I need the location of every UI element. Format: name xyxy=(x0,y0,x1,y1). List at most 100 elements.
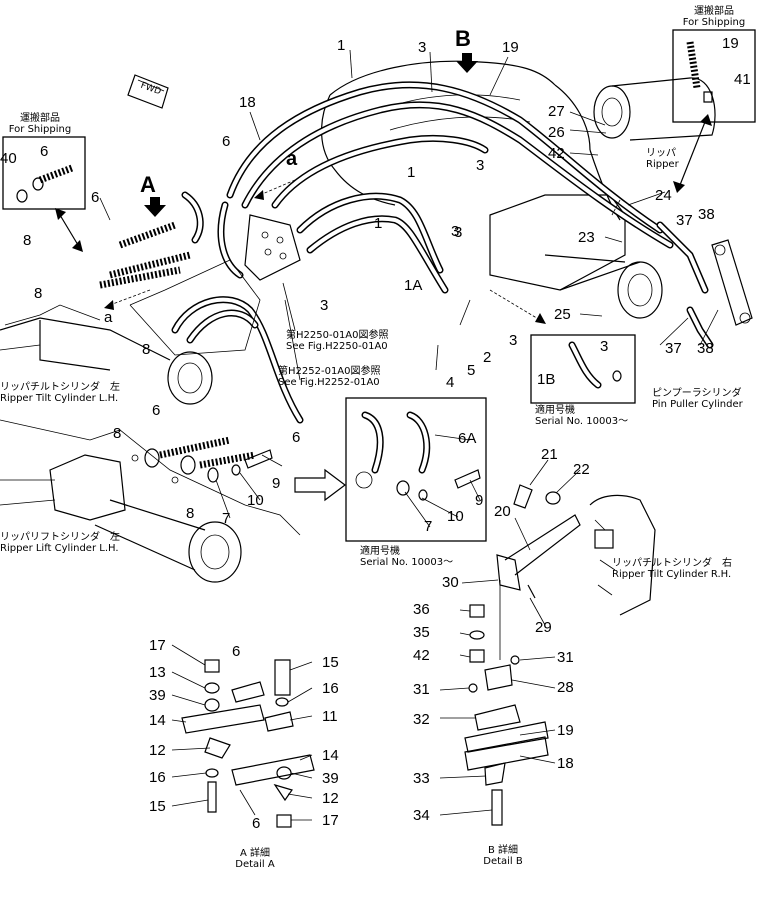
callout-1a: 1 xyxy=(337,37,345,54)
callout-5: 5 xyxy=(467,362,475,379)
callout-12a: 12 xyxy=(149,742,166,759)
callout-6c: 6 xyxy=(91,189,99,206)
callout-21: 21 xyxy=(541,446,558,463)
callout-3a: 3 xyxy=(418,39,426,56)
callout-8e: 8 xyxy=(186,505,194,522)
shipping-right-label: 運搬部品 For Shipping xyxy=(673,6,755,28)
callout-30: 30 xyxy=(442,574,459,591)
shipping-right-jp: 運搬部品 xyxy=(694,6,734,17)
tilt-cylinder-rh-jp: リッパチルトシリンダ 右 xyxy=(612,558,732,569)
callout-1c: 1 xyxy=(374,215,382,232)
shipping-right-en: For Shipping xyxy=(682,17,746,28)
callout-13: 13 xyxy=(149,664,166,681)
detail-b-en: Detail B xyxy=(483,856,523,867)
valve-block xyxy=(244,214,301,281)
pin-puller-cylinder xyxy=(711,239,753,326)
see-fig-1-en: See Fig.H2250-01A0 xyxy=(286,341,388,352)
callout-6e: 6 xyxy=(292,429,300,446)
shipping-left-en: For Shipping xyxy=(8,124,72,135)
tilt-cylinder-lh-en: Ripper Tilt Cylinder L.H. xyxy=(0,393,119,404)
callout-36: 36 xyxy=(413,601,430,618)
callout-6a: 6 xyxy=(222,133,230,150)
callout-28: 28 xyxy=(557,679,574,696)
callout-40: 40 xyxy=(0,150,17,167)
pin-puller-en: Pin Puller Cylinder xyxy=(652,399,743,410)
shipping-left-label: 運搬部品 For Shipping xyxy=(0,113,80,135)
callout-31b: 31 xyxy=(413,681,430,698)
callout-16b: 16 xyxy=(322,680,339,697)
callout-17b: 17 xyxy=(322,812,339,829)
shipping-right-parts xyxy=(686,41,713,103)
serial-1-en: Serial No. 10003～ xyxy=(535,416,629,427)
callout-19b: 19 xyxy=(722,35,739,52)
callout-33: 33 xyxy=(413,770,430,787)
tilt-cylinder-rh xyxy=(589,494,656,616)
serial-box-6a-parts xyxy=(355,411,481,501)
tilt-cylinder-lh-jp: リッパチルトシリンダ 左 xyxy=(0,382,120,393)
serial-2-en: Serial No. 10003～ xyxy=(360,557,454,568)
pin-puller-label: ピンプーラシリンダ Pin Puller Cylinder xyxy=(652,388,743,410)
callout-35: 35 xyxy=(413,624,430,641)
ripper-jp: リッパ xyxy=(646,148,676,159)
callout-27: 27 xyxy=(548,103,565,120)
callout-3g: 3 xyxy=(600,338,608,355)
callout-9b: 9 xyxy=(475,492,483,509)
callout-11: 11 xyxy=(322,708,338,725)
callout-1b-box: 1B xyxy=(537,371,555,388)
serial-box-6a xyxy=(345,397,487,542)
callout-1a-sub: 1A xyxy=(404,277,422,294)
detail-a-en: Detail A xyxy=(235,859,275,870)
serial-2-jp: 適用号機 xyxy=(360,546,400,557)
callout-39a: 39 xyxy=(149,687,166,704)
callout-23: 23 xyxy=(578,229,595,246)
callout-38a: 38 xyxy=(698,206,715,223)
serial-box-1b xyxy=(530,334,636,404)
callout-20: 20 xyxy=(494,503,511,520)
callout-3f: 3 xyxy=(454,224,462,241)
detail-a-jp: A 詳細 xyxy=(239,848,271,859)
callout-6f: 6 xyxy=(232,643,240,660)
detail-b-jp: B 詳細 xyxy=(487,845,519,856)
view-letter-a: A xyxy=(140,172,156,197)
callout-34: 34 xyxy=(413,807,430,824)
lift-cylinder-lh xyxy=(0,454,242,583)
tilt-cylinder-lh xyxy=(0,317,213,405)
ripper-label: リッパ Ripper xyxy=(646,148,679,170)
callout-15a: 15 xyxy=(149,798,166,815)
callout-8b: 8 xyxy=(34,285,42,302)
callout-12b: 12 xyxy=(322,790,339,807)
callout-25: 25 xyxy=(554,306,571,323)
callout-31a: 31 xyxy=(557,649,574,666)
callout-41: 41 xyxy=(734,71,751,88)
callout-6d: 6 xyxy=(152,402,160,419)
callout-6b: 6 xyxy=(40,143,48,160)
callout-37b: 37 xyxy=(665,340,682,357)
view-arrows xyxy=(144,53,478,217)
callout-8a: 8 xyxy=(23,232,31,249)
callout-10a: 10 xyxy=(247,492,264,509)
serial-1-jp: 適用号機 xyxy=(535,405,575,416)
double-arrows xyxy=(55,114,712,252)
see-fig-1-label: 第H2250-01A0図参照 See Fig.H2250-01A0 xyxy=(286,330,389,352)
callout-22: 22 xyxy=(573,461,590,478)
see-fig-2-jp: 第H2252-01A0図参照 xyxy=(278,366,381,377)
leader-lines xyxy=(99,49,719,821)
callout-7b: 7 xyxy=(424,518,432,535)
callout-1b: 1 xyxy=(407,164,415,181)
detail-a-parts xyxy=(181,659,315,828)
callout-6g: 6 xyxy=(252,815,260,832)
callout-14b: 14 xyxy=(322,747,339,764)
lift-cylinder-lh-jp: リッパリフトシリンダ 左 xyxy=(0,532,120,543)
callout-3c: 3 xyxy=(451,223,459,240)
shipping-left-parts xyxy=(16,164,74,203)
callout-8c: 8 xyxy=(142,341,150,358)
lift-cylinder-lh-label: リッパリフトシリンダ 左 Ripper Lift Cylinder L.H. xyxy=(0,532,120,554)
hose-bundle xyxy=(99,81,714,469)
tilt-cylinder-rh-label: リッパチルトシリンダ 右 Ripper Tilt Cylinder R.H. xyxy=(612,558,732,580)
callout-a-tag: a xyxy=(104,309,113,326)
fittings-lower-left xyxy=(131,448,273,484)
callout-39b: 39 xyxy=(322,770,339,787)
see-fig-1-jp: 第H2250-01A0図参照 xyxy=(286,330,389,341)
detail-a-label: A 詳細 Detail A xyxy=(220,848,290,870)
